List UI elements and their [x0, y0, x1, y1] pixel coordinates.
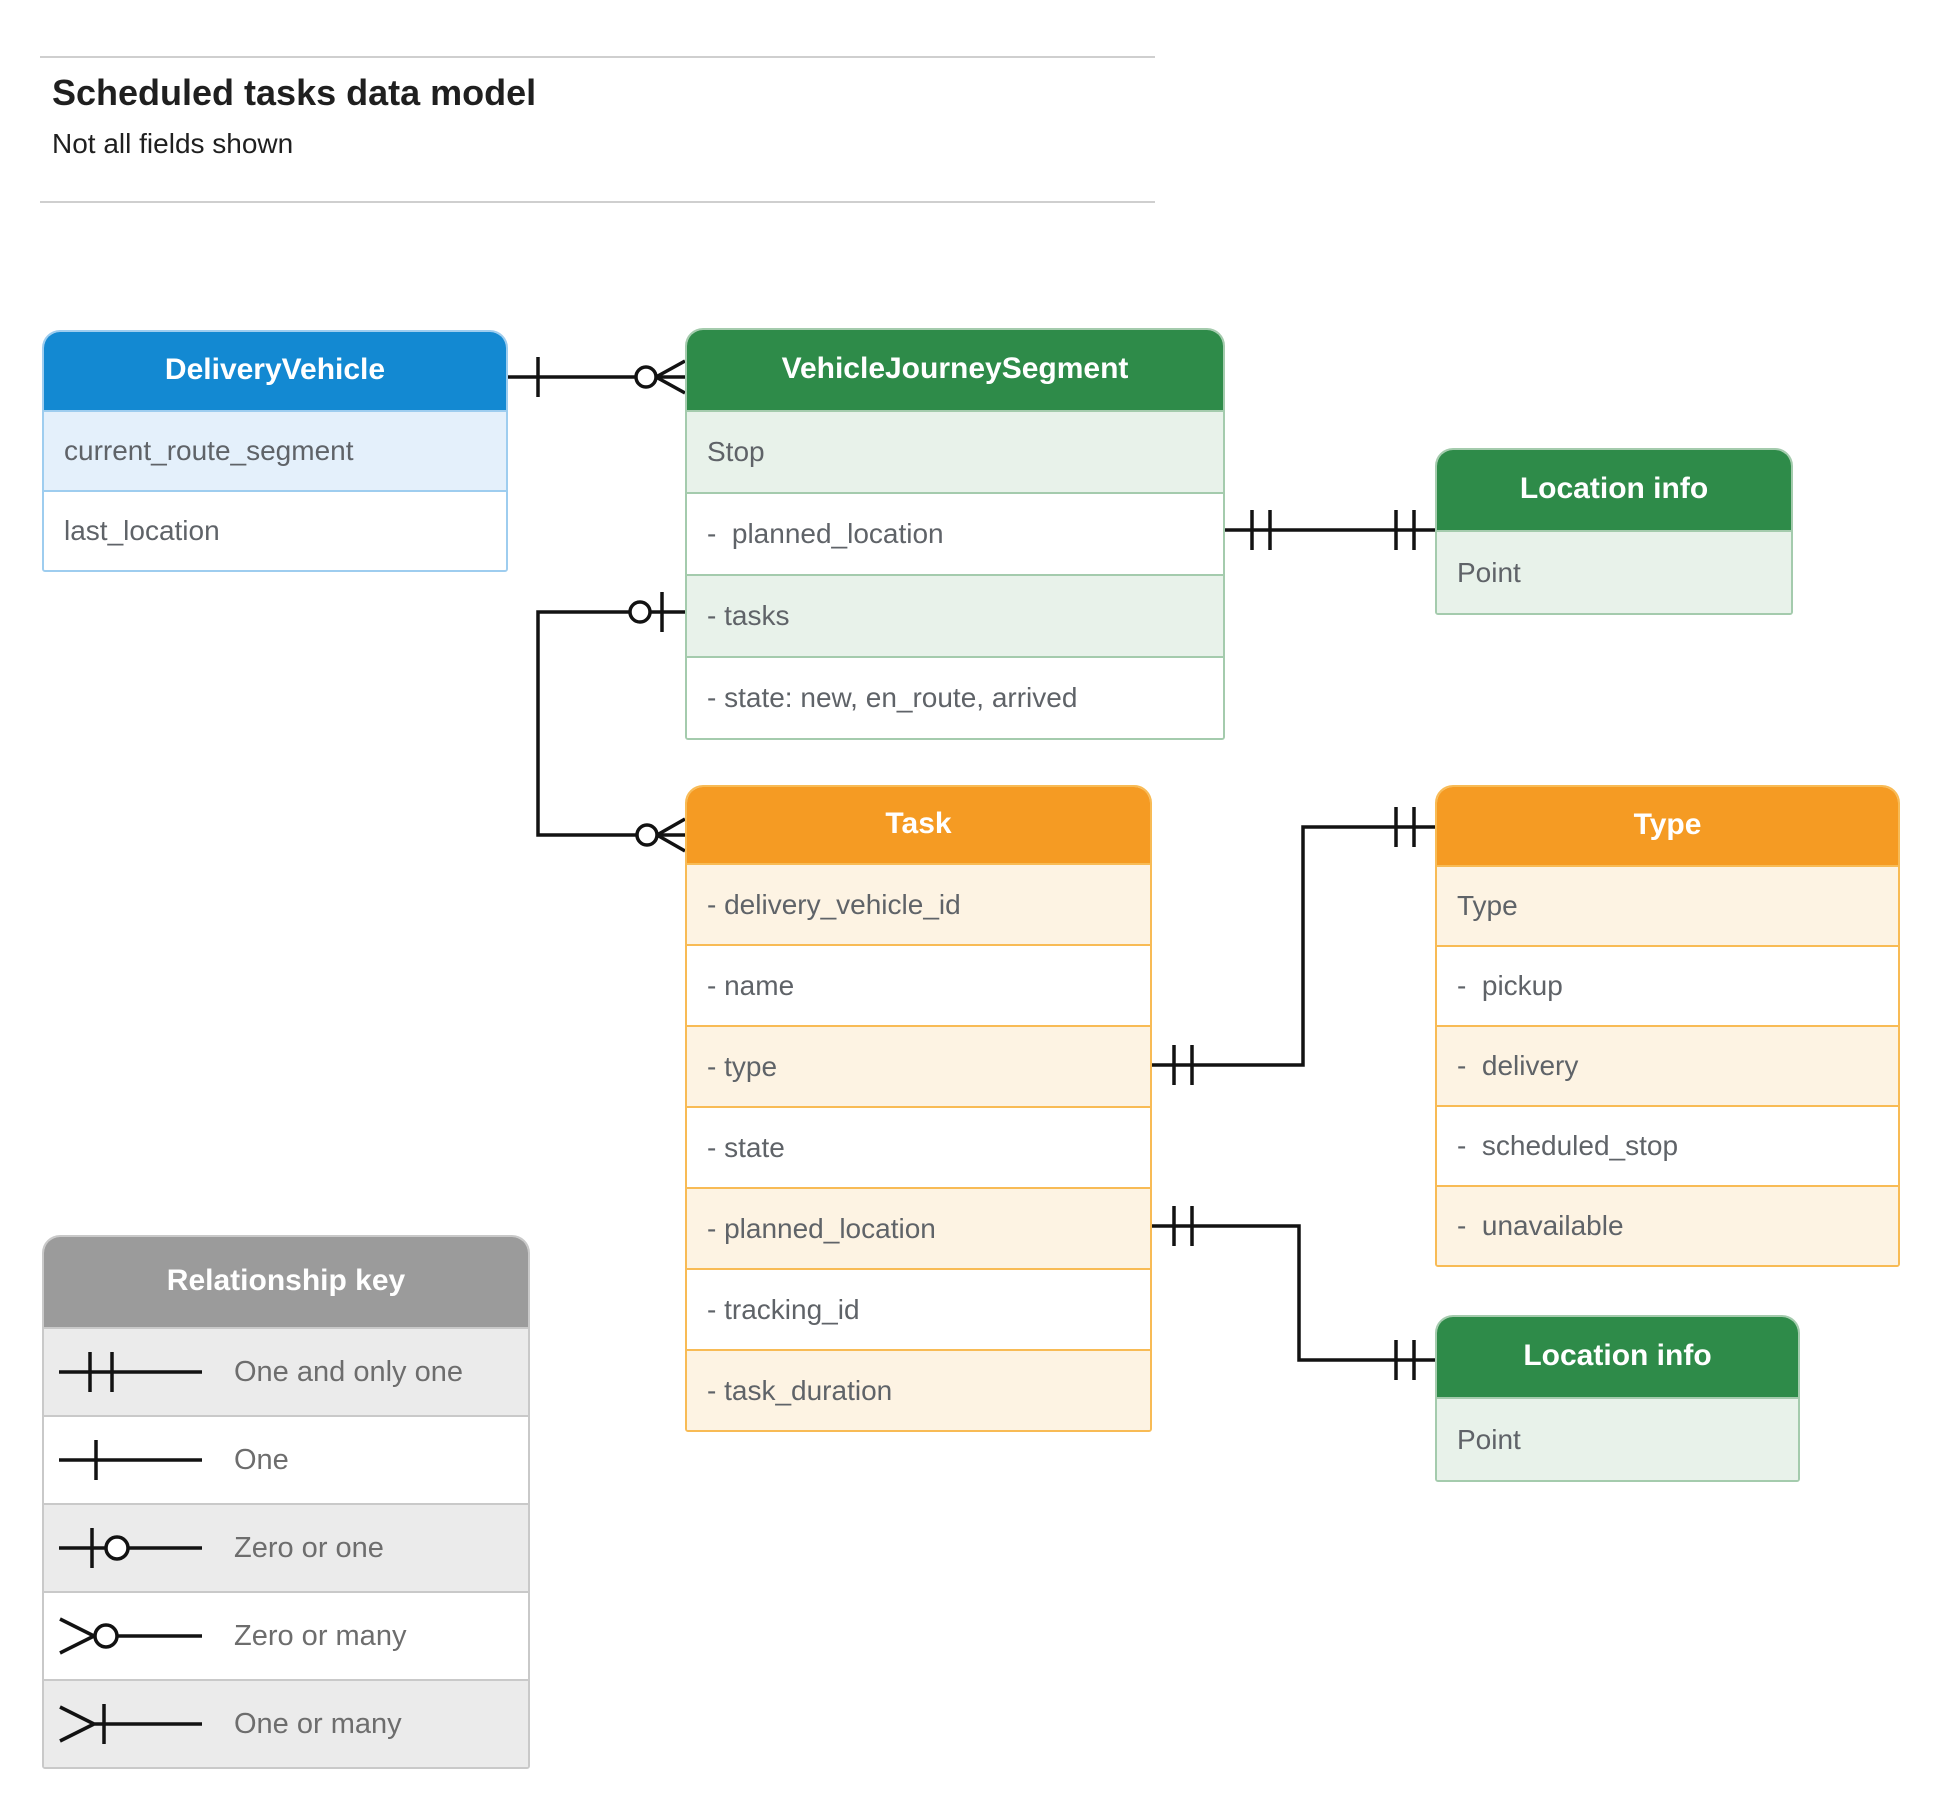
- one-and-only-one-symbol-icon: [44, 1329, 234, 1415]
- marker-one-and-only-one: [1250, 510, 1272, 550]
- key-row-one-or-many: One or many: [44, 1679, 528, 1767]
- entity-type: Type Type - pickup - delivery - schedule…: [1435, 785, 1900, 1267]
- marker-zero-or-one: [628, 592, 664, 632]
- key-row-one: One: [44, 1415, 528, 1503]
- marker-one-and-only-one: [1394, 1340, 1416, 1380]
- entity-header: DeliveryVehicle: [44, 332, 506, 410]
- title-divider: [40, 201, 1155, 203]
- field-planned-location: - planned_location: [687, 1187, 1150, 1268]
- entity-header: Location info: [1437, 1317, 1798, 1397]
- field-tasks: - tasks: [687, 574, 1223, 656]
- key-row-zero-or-many: Zero or many: [44, 1591, 528, 1679]
- entity-header: Task: [687, 787, 1150, 863]
- entity-header: Type: [1437, 787, 1898, 865]
- field-tracking-id: - tracking_id: [687, 1268, 1150, 1349]
- key-row-zero-or-one: Zero or one: [44, 1503, 528, 1591]
- connector-deliveryvehicle-vehiclejourneysegment: [508, 357, 686, 397]
- field-delivery: - delivery: [1437, 1025, 1898, 1105]
- entity-task: Task - delivery_vehicle_id - name - type…: [685, 785, 1152, 1432]
- marker-one-and-only-one: [1394, 510, 1416, 550]
- field-state: - state: [687, 1106, 1150, 1187]
- key-label: One: [234, 1443, 289, 1476]
- field-type: - type: [687, 1025, 1150, 1106]
- page-title: Scheduled tasks data model: [52, 72, 537, 113]
- page-subtitle: Not all fields shown: [52, 128, 294, 159]
- connector-vehiclejourneysegment-locationinfo: [1225, 510, 1435, 550]
- field-task-duration: - task_duration: [687, 1349, 1150, 1430]
- one-or-many-symbol-icon: [44, 1681, 234, 1767]
- key-label: One and only one: [234, 1355, 463, 1388]
- entity-header: Location info: [1437, 450, 1791, 530]
- relationship-key: Relationship key One and only one One: [42, 1235, 530, 1769]
- marker-zero-or-many: [634, 359, 686, 395]
- entity-delivery-vehicle: DeliveryVehicle current_route_segment la…: [42, 330, 508, 572]
- entity-location-info-top: Location info Point: [1435, 448, 1793, 615]
- field-scheduled-stop: - scheduled_stop: [1437, 1105, 1898, 1185]
- field-point: Point: [1437, 530, 1791, 613]
- field-name: - name: [687, 944, 1150, 1025]
- connector-task-locationinfo: [1152, 1206, 1435, 1380]
- field-unavailable: - unavailable: [1437, 1185, 1898, 1265]
- field-type: Type: [1437, 865, 1898, 945]
- key-row-one-and-only-one: One and only one: [44, 1327, 528, 1415]
- field-planned-location: - planned_location: [687, 492, 1223, 574]
- marker-one-and-only-one: [1172, 1206, 1194, 1246]
- key-label: One or many: [234, 1707, 402, 1740]
- field-point: Point: [1437, 1397, 1798, 1480]
- zero-or-one-symbol-icon: [44, 1505, 234, 1591]
- top-divider: [40, 56, 1155, 58]
- marker-one-and-only-one: [1172, 1045, 1194, 1085]
- relationship-key-title: Relationship key: [44, 1237, 528, 1327]
- key-label: Zero or one: [234, 1531, 384, 1564]
- one-symbol-icon: [44, 1417, 234, 1503]
- entity-vehicle-journey-segment: VehicleJourneySegment Stop - planned_loc…: [685, 328, 1225, 740]
- zero-or-many-symbol-icon: [44, 1593, 234, 1679]
- entity-location-info-bottom: Location info Point: [1435, 1315, 1800, 1482]
- marker-one-and-only-one: [1394, 807, 1416, 847]
- field-current-route-segment: current_route_segment: [44, 410, 506, 490]
- field-state: - state: new, en_route, arrived: [687, 656, 1223, 738]
- connector-task-type: [1152, 807, 1435, 1085]
- field-stop: Stop: [687, 410, 1223, 492]
- marker-zero-or-many: [635, 817, 686, 853]
- key-label: Zero or many: [234, 1619, 407, 1652]
- field-delivery-vehicle-id: - delivery_vehicle_id: [687, 863, 1150, 944]
- entity-header: VehicleJourneySegment: [687, 330, 1223, 410]
- field-pickup: - pickup: [1437, 945, 1898, 1025]
- connector-vehiclejourneysegment-task: [536, 592, 686, 853]
- field-last-location: last_location: [44, 490, 506, 570]
